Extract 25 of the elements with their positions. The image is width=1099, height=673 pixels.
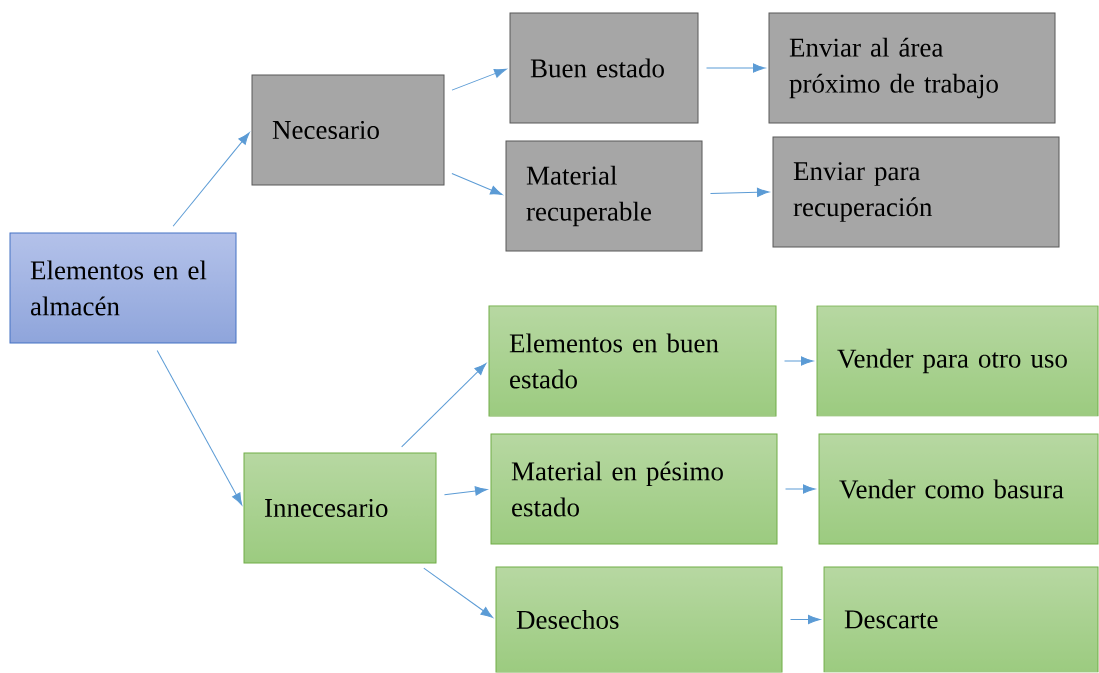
process-box: Enviar al área próximo de trabajo (768, 12, 1056, 124)
process-box: Elementos en buen estado (488, 305, 777, 417)
process-box: Necesario (251, 74, 445, 186)
arrow (710, 187, 770, 197)
process-box: Buen estado (509, 12, 699, 124)
process-box: Descarte (823, 566, 1099, 673)
process-box: Material en pésimo estado (490, 433, 778, 545)
arrow (451, 68, 507, 91)
arrow (790, 614, 821, 625)
process-box: Vender para otro uso (816, 305, 1099, 417)
process-box: Innecesario (243, 452, 437, 564)
arrow (401, 363, 487, 448)
arrow (706, 63, 766, 73)
arrow (784, 356, 814, 366)
arrow (172, 132, 250, 227)
process-box: Elementos en el almacén (9, 232, 237, 344)
process-box: Material recuperable (505, 140, 703, 252)
arrow (156, 350, 243, 506)
process-box: Enviar para recuperación (772, 136, 1060, 248)
arrow (443, 486, 488, 496)
process-box: Vender como basura (818, 433, 1099, 545)
process-box: Desechos (495, 566, 783, 673)
arrow (785, 484, 816, 494)
arrow (423, 567, 494, 618)
arrow (451, 173, 503, 196)
